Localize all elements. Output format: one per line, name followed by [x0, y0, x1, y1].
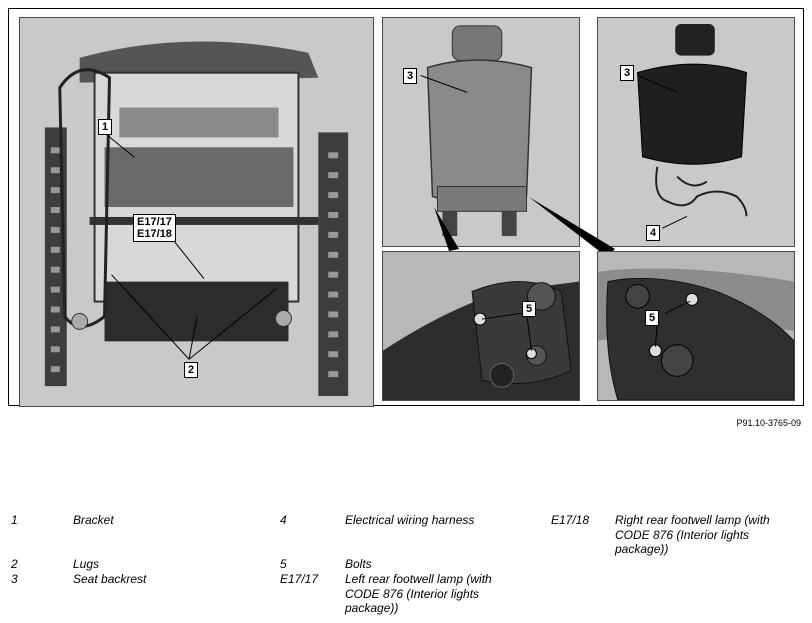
legend-text-2: Lugs — [73, 557, 100, 571]
bolt-detail-right-image: 5 — [597, 251, 795, 401]
legend-num-4: 4 — [280, 513, 287, 527]
legend-text-e17-17: Left rear footwell lamp (with CODE 876 (… — [345, 572, 492, 615]
legend-text-1: Bracket — [73, 513, 114, 527]
seat-harness-image: 3 4 — [597, 17, 795, 247]
legend-num-1: 1 — [11, 513, 18, 527]
callout-e17: E17/17 E17/18 — [133, 214, 176, 242]
seat-frame-image: 1 E17/17 E17/18 2 — [19, 17, 374, 407]
legend-text-5: Bolts — [345, 557, 372, 571]
callout-5a: 5 — [522, 301, 537, 317]
callout-2: 2 — [184, 362, 199, 378]
callout-1: 1 — [98, 119, 113, 135]
bolt-detail-left-image: 5 — [382, 251, 580, 401]
legend-num-e17-17: E17/17 — [280, 572, 319, 586]
legend-num-e17-18: E17/18 — [551, 513, 590, 527]
legend-num-5: 5 — [280, 557, 287, 571]
legend-text-e17-18: Right rear footwell lamp (with CODE 876 … — [615, 513, 770, 556]
callout-4: 4 — [646, 225, 661, 241]
figure-code: P91.10-3765-09 — [736, 418, 801, 428]
figure-frame: 1 E17/17 E17/18 2 3 3 4 — [8, 8, 804, 407]
callout-5b: 5 — [645, 310, 660, 326]
legend-text-4: Electrical wiring harness — [345, 513, 475, 527]
legend-text-3: Seat backrest — [73, 572, 147, 586]
callout-3a: 3 — [403, 68, 418, 84]
legend-num-3: 3 — [11, 572, 18, 586]
callout-3b: 3 — [620, 65, 635, 81]
legend-num-2: 2 — [11, 557, 18, 571]
